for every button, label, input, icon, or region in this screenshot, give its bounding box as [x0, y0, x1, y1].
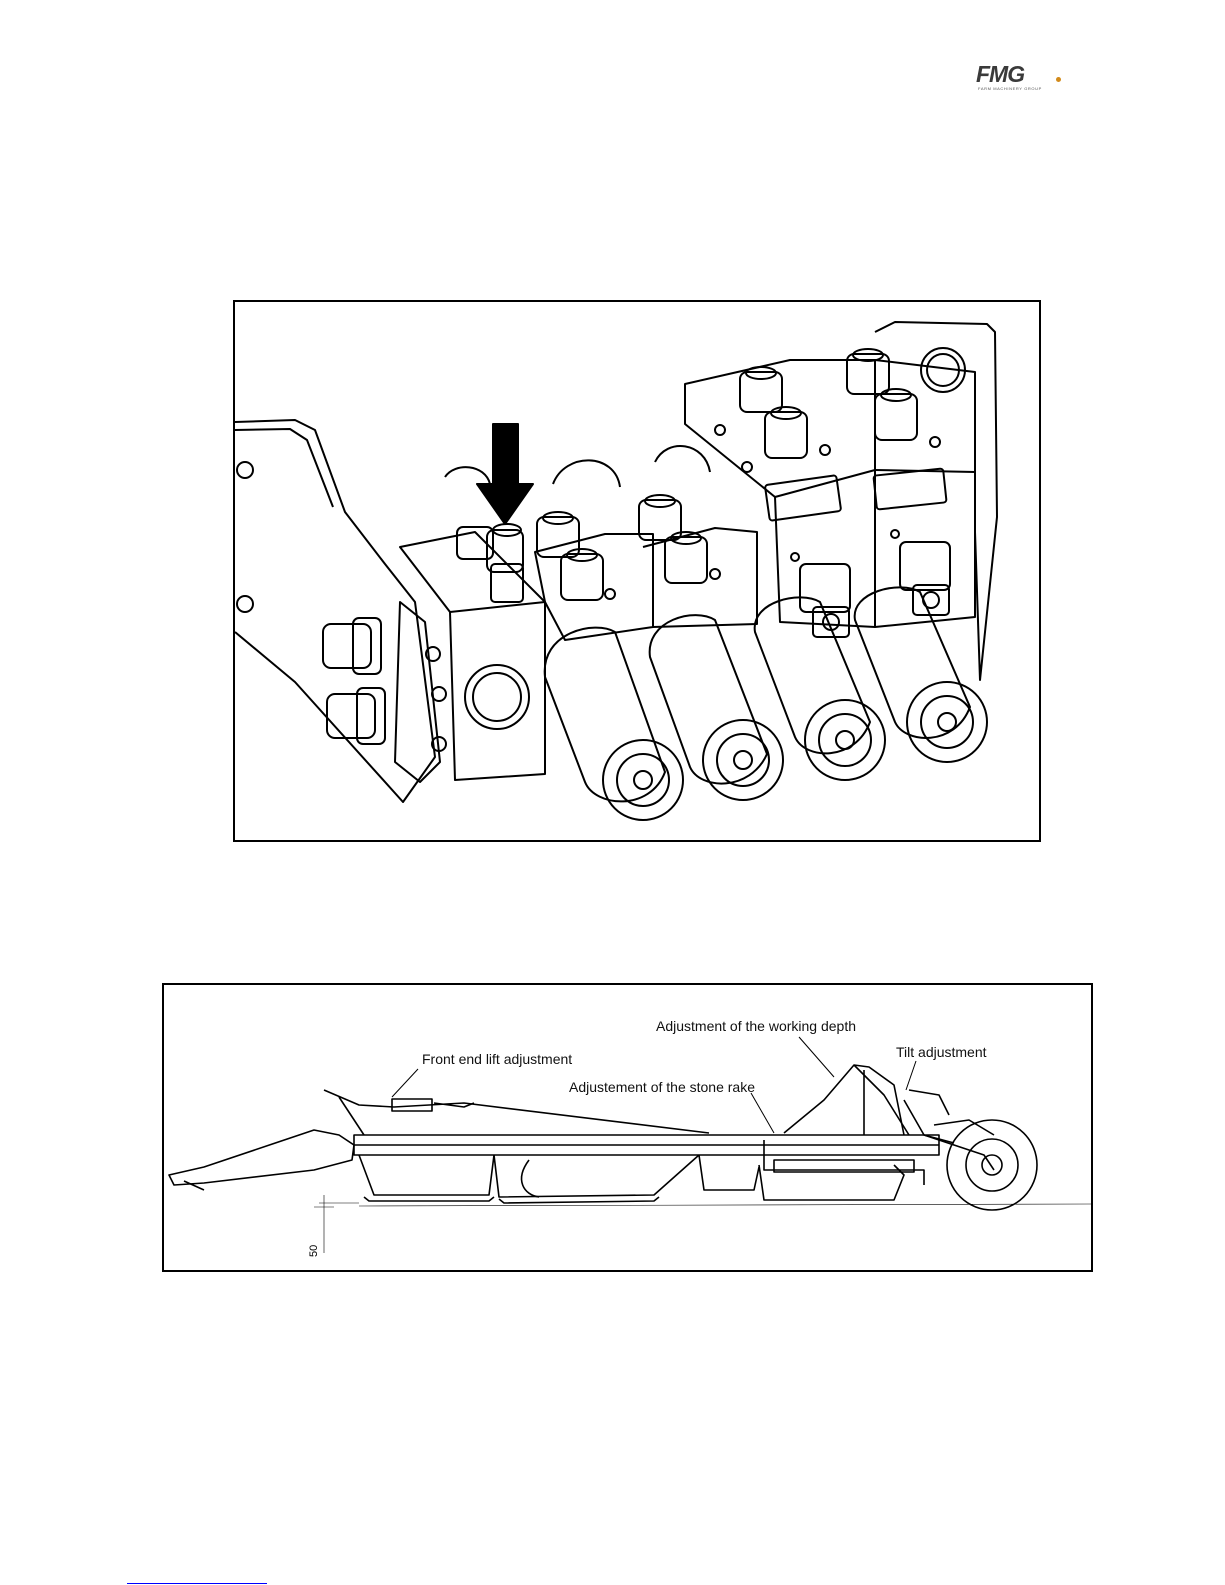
logo-accent-dot — [1056, 77, 1061, 82]
hydraulic-valve-block-drawing — [235, 302, 1041, 842]
logo-mark: FMG — [976, 62, 1024, 86]
hydraulic-valve-figure — [233, 300, 1041, 842]
footnote-separator — [127, 1583, 267, 1584]
dimension-label: 50 — [308, 1245, 320, 1257]
callout-front-end-lift: Front end lift adjustment — [422, 1051, 572, 1067]
callout-tilt: Tilt adjustment — [896, 1044, 987, 1060]
callout-working-depth: Adjustment of the working depth — [656, 1018, 856, 1034]
stone-rake-machine-drawing — [164, 985, 1093, 1272]
company-logo: FMG FARM MACHINERY GROUP — [976, 62, 1062, 96]
logo-subtext: FARM MACHINERY GROUP — [978, 86, 1042, 91]
stone-rake-figure: Front end lift adjustment Adjustment of … — [162, 983, 1093, 1272]
callout-stone-rake: Adjustement of the stone rake — [569, 1079, 755, 1095]
